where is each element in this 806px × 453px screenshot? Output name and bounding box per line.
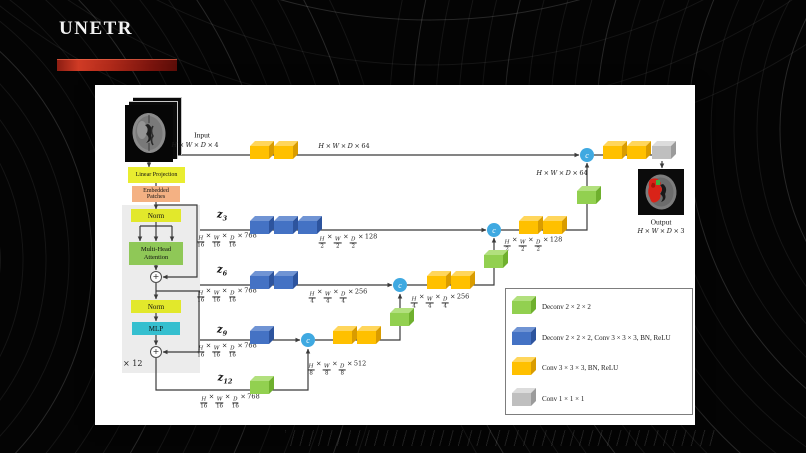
legend-conv1-chip (512, 393, 531, 406)
legend-deconv-chip (512, 301, 531, 314)
add-node-1: + (150, 271, 162, 283)
top-conv-block (250, 146, 269, 159)
final-conv1-block (652, 146, 671, 159)
wire (156, 290, 200, 355)
input-dims: H×W×D×4 (171, 141, 219, 149)
z6-conv-block (451, 276, 470, 289)
output-segmentation-image (638, 169, 684, 215)
embedded-patches-block: Embedded Patches (132, 186, 180, 202)
wire (156, 204, 198, 280)
legend-label-conv1: Conv 1 × 1 × 1 (542, 395, 585, 403)
norm-block-2: Norm (131, 300, 181, 313)
contour-line (0, 119, 47, 401)
z3-deconv-conv-block (250, 221, 269, 234)
z9-deconv-conv-block (250, 331, 269, 344)
contour-line (279, 0, 581, 21)
add-node-2: + (150, 346, 162, 358)
z6-conv-block (427, 276, 446, 289)
concat-node-3: c (393, 278, 407, 292)
z12-deconv-block (250, 381, 269, 394)
top-dims-right: H×W×D×64 (536, 169, 588, 177)
legend (505, 288, 693, 415)
tick-pattern-decoration (285, 430, 715, 446)
contour-line (0, 83, 70, 437)
concat-node-1: c (580, 148, 594, 162)
multi-head-attention-block: Multi-Head Attention (129, 242, 183, 265)
output-dims: H×W×D×3 (637, 227, 685, 235)
z9-conv-block (357, 331, 376, 344)
contour-line (779, 17, 806, 243)
top-dims-mid: H×W×D×64 (318, 142, 370, 150)
z3-label: z3 (216, 209, 228, 223)
contour-line (156, 0, 704, 66)
z9-to-z6-deconv-block (390, 313, 409, 326)
architecture-figure-panel: Linear Projection Embedded Patches Norm … (95, 85, 695, 425)
contour-line (0, 162, 24, 358)
concat-node-2: c (487, 223, 501, 237)
z6-to-z3-deconv-block (484, 255, 503, 268)
z3-to-top-deconv-block (577, 191, 596, 204)
linear-projection-block: Linear Projection (128, 167, 185, 183)
input-mri-image (125, 105, 173, 162)
legend-deconv-conv-chip (512, 332, 531, 345)
z6-label: z6 (216, 264, 228, 278)
contour-line (0, 51, 93, 453)
norm-block-1: Norm (131, 209, 181, 222)
z3-dims-out: H2×W2×D2×128 (503, 235, 563, 253)
z9-conv-block (333, 331, 352, 344)
input-brain-graphic (125, 105, 173, 162)
input-label: Input (194, 130, 210, 140)
contour-line (710, 0, 806, 358)
legend-conv-chip (512, 362, 531, 375)
slide-title: UNETR (59, 18, 134, 39)
z3-deconv-conv-block (274, 221, 293, 234)
legend-label-deconv: Deconv 2 × 2 × 2 (542, 303, 591, 311)
z12-label: z12 (217, 372, 233, 386)
z3-conv-block (543, 221, 562, 234)
z3-conv-block (519, 221, 538, 234)
output-brain-graphic (638, 169, 684, 215)
concat-node-4: c (301, 333, 315, 347)
transformer-encoder-background (122, 205, 200, 373)
z3-deconv-conv-block (298, 221, 317, 234)
contour-line (756, 0, 806, 287)
z6-deconv-conv-block (274, 276, 293, 289)
mlp-block: MLP (132, 322, 180, 335)
repeat-count-label: × 12 (123, 359, 143, 368)
contour-line (733, 0, 806, 325)
title-accent-bar (57, 59, 177, 71)
z6-deconv-conv-block (250, 276, 269, 289)
output-label: Output (650, 217, 672, 227)
top-decoder-conv-block (603, 146, 622, 159)
top-decoder-conv-block (627, 146, 646, 159)
top-conv-block (274, 146, 293, 159)
legend-label-conv: Conv 3 × 3 × 3, BN, ReLU (542, 364, 619, 372)
legend-label-deconv-conv: Deconv 2 × 2 × 2, Conv 3 × 3 × 3, BN, Re… (542, 334, 671, 342)
z9-label: z9 (216, 324, 228, 338)
